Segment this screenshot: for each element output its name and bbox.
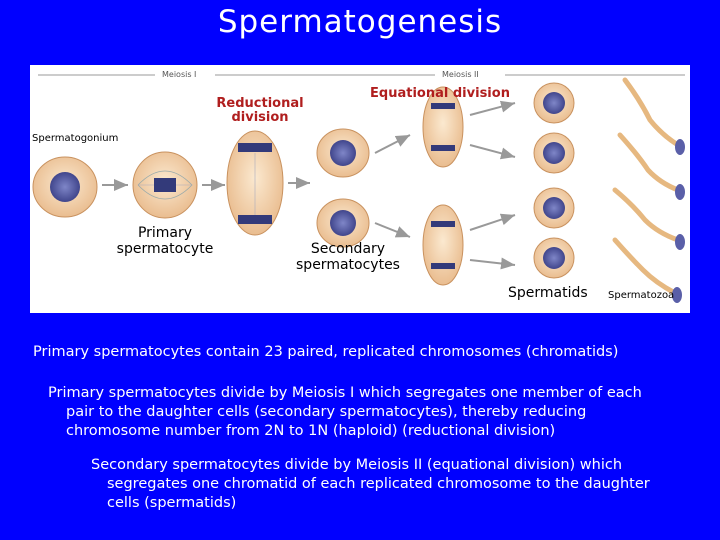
secondary-spermatocyte-cells bbox=[316, 128, 370, 248]
reductional-division-label: Reductional division bbox=[216, 96, 304, 125]
spermatid-cells bbox=[533, 82, 575, 279]
anaphase-II-cells bbox=[422, 86, 464, 286]
paragraph-3-line-3: cells (spermatids) bbox=[107, 495, 237, 511]
spermatogonium-label: Spermatogonium bbox=[32, 133, 119, 144]
page-title: Spermatogenesis bbox=[217, 4, 503, 40]
spermatids-label: Spermatids bbox=[508, 285, 588, 301]
paragraph-3-line-2: segregates one chromatid of each replica… bbox=[107, 476, 650, 492]
spermatozoa-cells bbox=[612, 77, 681, 296]
paragraph-2-line-2: pair to the daughter cells (secondary sp… bbox=[66, 404, 587, 420]
meiosis1-label: Meiosis I bbox=[162, 70, 197, 79]
diagram-graphic bbox=[32, 74, 685, 303]
spermatozoa-heads bbox=[672, 139, 685, 303]
primary-spermatocyte-label: Primary spermatocyte bbox=[116, 225, 214, 257]
paragraph-2-line-1: Primary spermatocytes divide by Meiosis … bbox=[48, 385, 642, 401]
spermatogonium-cell bbox=[32, 156, 98, 218]
spermatogenesis-diagram: Meiosis I Meiosis II Reductional divisio… bbox=[30, 65, 690, 313]
spermatozoa-label: Spermatozoa bbox=[608, 290, 675, 301]
secondary-spermatocytes-label: Secondary spermatocytes bbox=[296, 241, 400, 273]
paragraph-1: Primary spermatocytes contain 23 paired,… bbox=[33, 344, 619, 360]
equational-division-label: Equational division bbox=[370, 86, 510, 101]
anaphase-I-cell bbox=[226, 130, 284, 236]
primary-spermatocyte-cell bbox=[132, 151, 198, 219]
paragraph-2-line-3: chromosome number from 2N to 1N (haploid… bbox=[66, 423, 556, 439]
paragraph-3-line-1: Secondary spermatocytes divide by Meiosi… bbox=[91, 457, 623, 473]
meiosis2-label: Meiosis II bbox=[442, 70, 479, 79]
